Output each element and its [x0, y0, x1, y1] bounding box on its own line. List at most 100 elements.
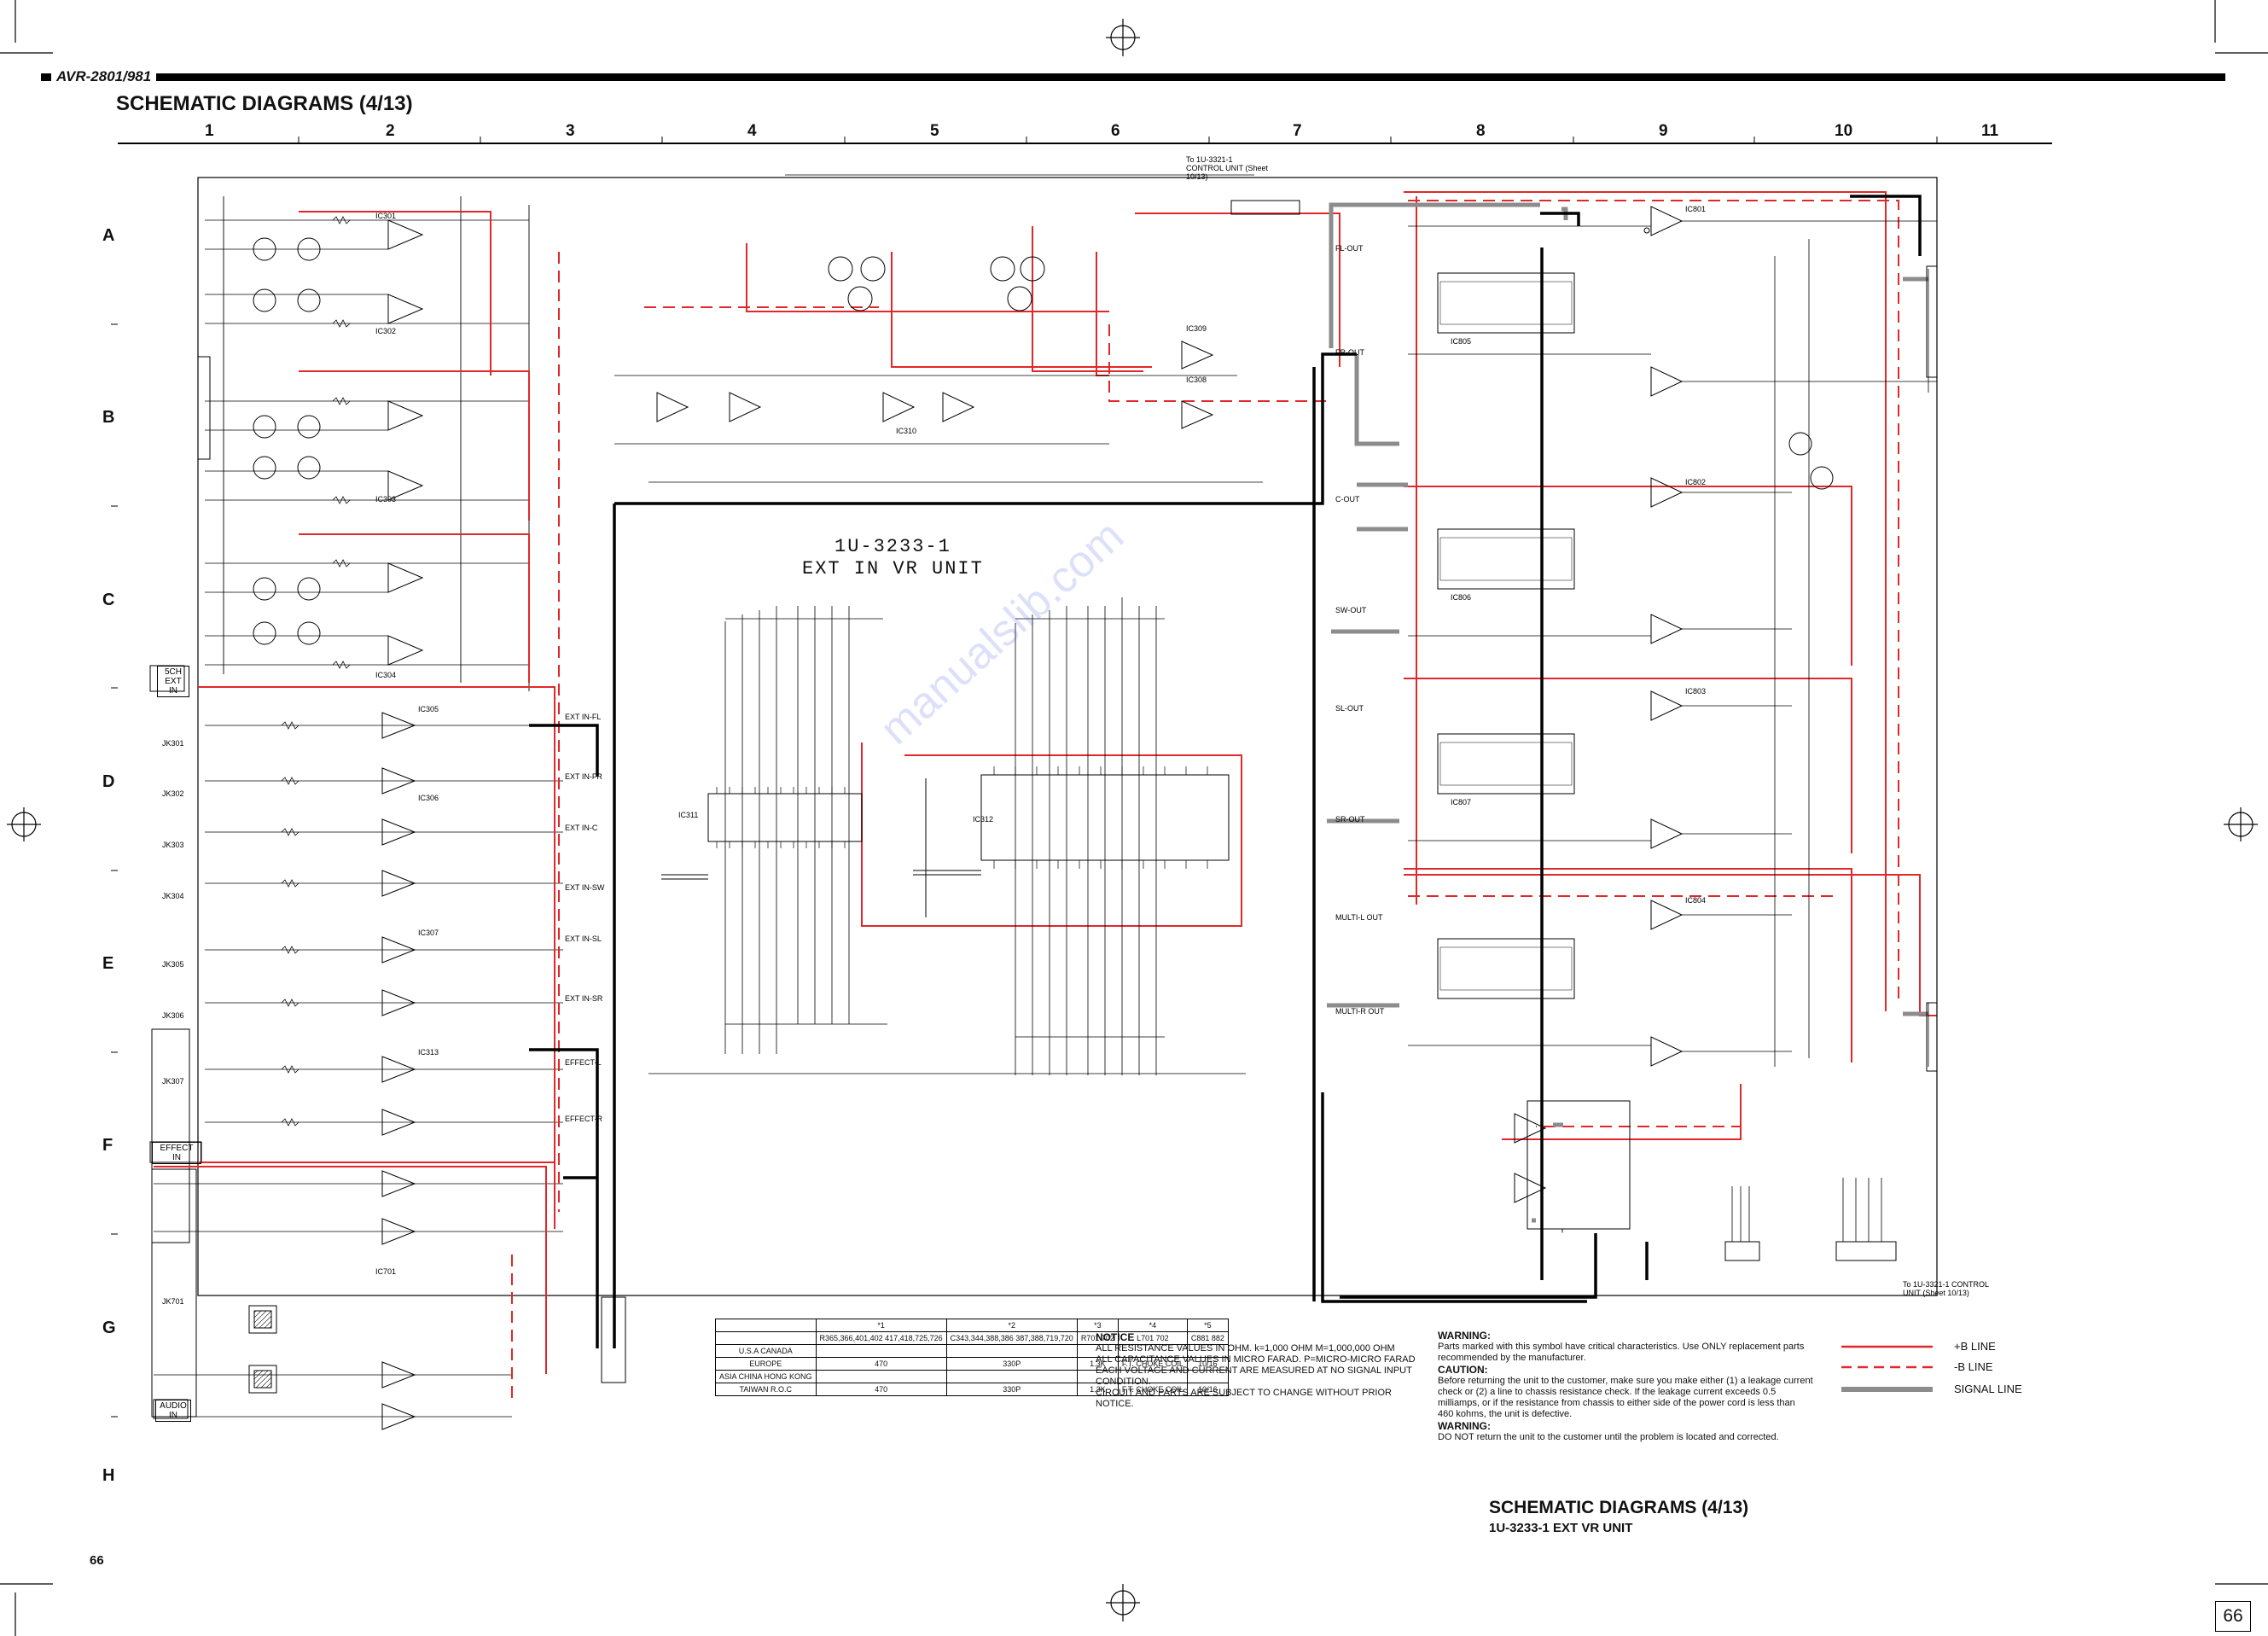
- table-header: [715, 1319, 817, 1332]
- table-row: TAIWAN R.O.C 470 330P 1.3K F.T. CHOKE CO…: [715, 1383, 1229, 1396]
- unit-code: 1U-3233-1: [835, 536, 951, 557]
- grid-row-e: E: [102, 954, 114, 973]
- ic-ic805: IC805: [1451, 337, 1472, 346]
- warning-title-2: WARNING:: [1438, 1420, 1491, 1432]
- grid-col-8: 8: [1476, 122, 1486, 140]
- ic-ic312: IC312: [973, 815, 994, 824]
- warning-text-2: DO NOT return the unit to the customer u…: [1438, 1432, 1779, 1442]
- table-row: EUROPE 470 330P 1.3K F.T. CHOKE COIL 10/…: [715, 1357, 1229, 1371]
- grid-col-10: 10: [1835, 122, 1853, 140]
- grid-row-b: B: [102, 408, 115, 427]
- table-cell: [815, 1344, 947, 1358]
- table-cell: 10/16: [1186, 1357, 1229, 1371]
- legend-signal-label: SIGNAL LINE: [1954, 1383, 2022, 1395]
- section-5ch-ext-in: 5CH EXT IN: [157, 666, 189, 697]
- table-cell: 10/16: [1186, 1383, 1229, 1396]
- grid-col-2: 2: [386, 122, 395, 140]
- out-ext-in-sw: EXT IN-SW: [565, 883, 605, 892]
- notice-line: ALL RESISTANCE VALUES IN OHM. k=1,000 OH…: [1096, 1343, 1395, 1354]
- out-multi-r: MULTI-R OUT: [1335, 1007, 1385, 1016]
- connector-bottom-label: To 1U-3321-1 CONTROL UNIT (Sheet 10/13): [1903, 1280, 1989, 1297]
- table-cell: 330P: [945, 1357, 1078, 1371]
- grid-row-g: G: [102, 1319, 116, 1337]
- unit-title: 1U-3233-1 EXT IN VR UNIT: [802, 536, 984, 580]
- warning-block: WARNING: Parts marked with this symbol h…: [1438, 1330, 1813, 1443]
- ic-ic308: IC308: [1186, 376, 1207, 384]
- ic-ic310: IC310: [896, 427, 917, 435]
- table-cell: U.S.A CANADA: [715, 1344, 817, 1358]
- grid-col-6: 6: [1111, 122, 1120, 140]
- footer-title: SCHEMATIC DIAGRAMS (4/13): [1489, 1498, 1749, 1517]
- out-multi-l: MULTI-L OUT: [1335, 913, 1383, 922]
- jack-jk301: JK301: [162, 739, 184, 748]
- model-label: AVR-2801/981: [51, 68, 157, 85]
- ic-ic807: IC807: [1451, 798, 1472, 806]
- ic-ic303: IC303: [375, 495, 397, 504]
- legend-minus-b-label: -B LINE: [1954, 1360, 1993, 1373]
- out-fr: FR-OUT: [1335, 348, 1364, 357]
- grid-row-d: D: [102, 772, 115, 791]
- table-header: *2: [945, 1319, 1078, 1332]
- grid-row-c: C: [102, 591, 115, 609]
- grid-col-7: 7: [1293, 122, 1302, 140]
- grid-col-3: 3: [566, 122, 575, 140]
- legend-plus-b-label: +B LINE: [1954, 1340, 1996, 1353]
- section-audio-in: AUDIO IN: [155, 1400, 191, 1422]
- page-number-box: 66: [2215, 1601, 2251, 1632]
- jack-jk306: JK306: [162, 1011, 184, 1020]
- ic-ic802: IC802: [1685, 478, 1707, 486]
- table-cell: [945, 1344, 1078, 1358]
- caution-text: Before returning the unit to the custome…: [1438, 1376, 1813, 1419]
- ic-ic305: IC305: [418, 705, 439, 713]
- table-cell: EUROPE: [715, 1357, 817, 1371]
- section-effect-in: EFFECT IN: [152, 1142, 201, 1164]
- out-ext-in-fr: EXT IN-FR: [565, 772, 602, 781]
- table-cell: TAIWAN R.O.C: [715, 1383, 817, 1396]
- ic-ic301: IC301: [375, 212, 397, 220]
- out-effect-r: EFFECT-R: [565, 1115, 602, 1123]
- ic-ic309: IC309: [1186, 324, 1207, 333]
- ic-ic311: IC311: [678, 811, 699, 819]
- notice-line: ALL CAPACITANCE VALUES IN MICRO FARAD. P…: [1096, 1354, 1416, 1365]
- out-ext-in-sl: EXT IN-SL: [565, 934, 602, 943]
- notice-line: CIRCUIT AND PARTS ARE SUBJECT TO CHANGE …: [1096, 1388, 1392, 1409]
- warning-text: Parts marked with this symbol have criti…: [1438, 1342, 1805, 1363]
- jack-jk305: JK305: [162, 960, 184, 969]
- table-cell: [815, 1370, 947, 1383]
- table-cell: 470: [815, 1357, 947, 1371]
- jack-jk302: JK302: [162, 789, 184, 798]
- table-cell: 330P: [945, 1383, 1078, 1396]
- jack-jk304: JK304: [162, 892, 184, 900]
- grid-row-f: F: [102, 1136, 113, 1155]
- ic-ic306: IC306: [418, 794, 439, 802]
- out-ext-in-fl: EXT IN-FL: [565, 713, 602, 721]
- out-sl: SL-OUT: [1335, 704, 1364, 713]
- ic-ic302: IC302: [375, 327, 397, 335]
- out-ext-in-c: EXT IN-C: [565, 824, 598, 832]
- notice-title: NOTICE: [1096, 1331, 1135, 1343]
- out-sw: SW-OUT: [1335, 606, 1367, 614]
- ic-ic313: IC313: [418, 1048, 439, 1057]
- grid-row-a: A: [102, 226, 115, 245]
- grid-row-h: H: [102, 1466, 115, 1485]
- jack-jk701: JK701: [162, 1297, 184, 1306]
- ic-ic307: IC307: [418, 929, 439, 937]
- unit-name: EXT IN VR UNIT: [802, 558, 984, 579]
- grid-col-11: 11: [1981, 122, 1999, 140]
- grid-col-9: 9: [1659, 122, 1668, 140]
- caution-title: CAUTION:: [1438, 1364, 1488, 1376]
- table-subheader: C343,344,388,386 387,388,719,720: [945, 1331, 1078, 1345]
- model-table: *1 *2 *3 *4 *5 R365,366,401,402 417,418,…: [715, 1319, 1229, 1396]
- table-header: *3: [1076, 1319, 1119, 1332]
- ic-ic801: IC801: [1685, 205, 1707, 213]
- table-header: *1: [815, 1319, 947, 1332]
- ic-ic803: IC803: [1685, 687, 1707, 696]
- jack-jk303: JK303: [162, 841, 184, 849]
- out-sr: SR-OUT: [1335, 815, 1365, 824]
- table-row: U.S.A CANADA: [715, 1344, 1229, 1358]
- out-effect-l: EFFECT-L: [565, 1058, 602, 1067]
- notice-line: EACH VOLTAGE AND CURRENT ARE MEASURED AT…: [1096, 1365, 1412, 1387]
- ic-ic304: IC304: [375, 671, 397, 679]
